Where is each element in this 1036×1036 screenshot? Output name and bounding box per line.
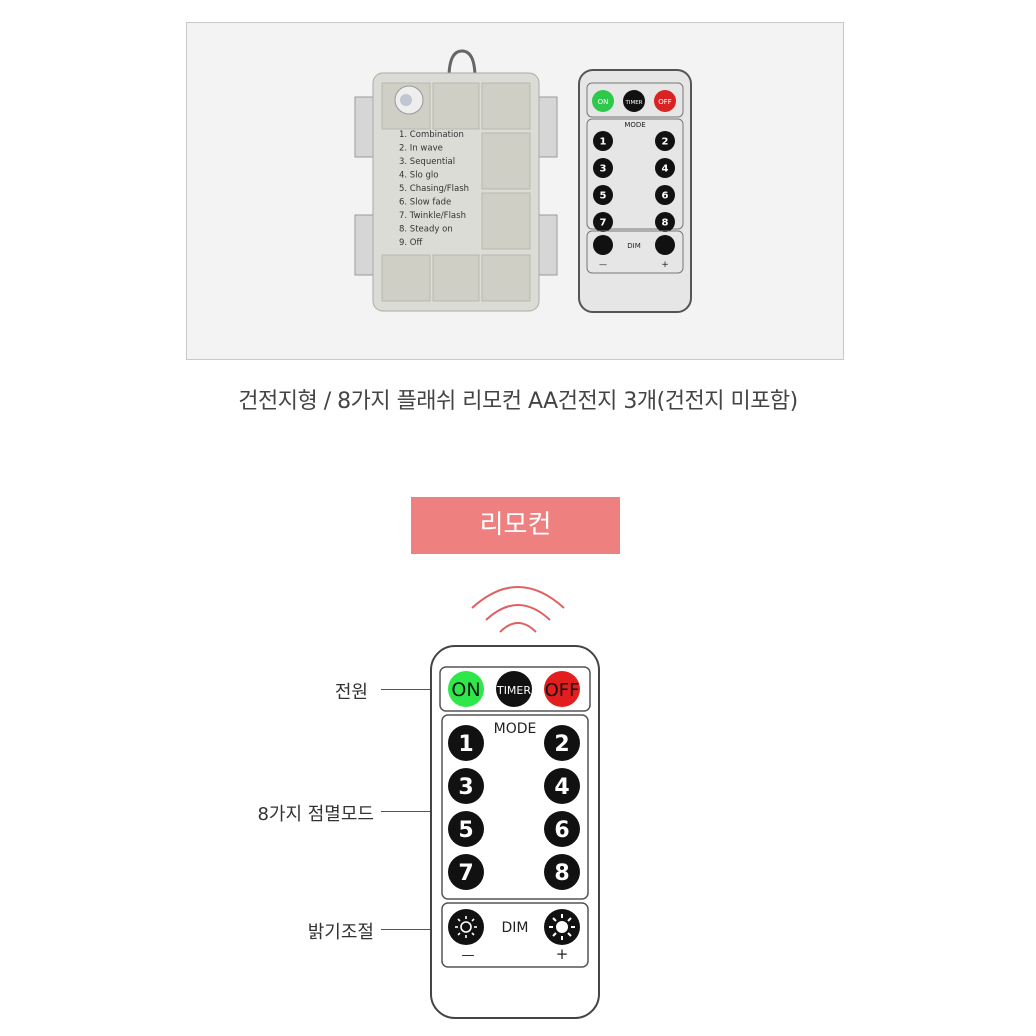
small-remote: ON TIMER OFF MODE 1 2 3 4 5 6 7 8 DIM — + <box>578 69 692 313</box>
box-list-item: 4. Slo glo <box>399 171 438 181</box>
mode-button-number: 7 <box>458 861 473 886</box>
remote-banner: 리모컨 <box>411 497 620 554</box>
power-leader-line <box>381 689 433 690</box>
small-mode-number: 6 <box>662 191 669 202</box>
mode-button-1[interactable]: 1 <box>448 725 484 761</box>
box-list-item: 7. Twinkle/Flash <box>399 211 466 221</box>
small-mode-number: 3 <box>600 164 607 175</box>
timer-button[interactable]: TIMER <box>496 671 532 707</box>
small-on-label: ON <box>598 98 609 106</box>
dim-down-button[interactable] <box>448 909 484 945</box>
small-mode-button-5: 5 <box>593 185 613 205</box>
box-list-item: 2. In wave <box>399 144 443 154</box>
dim-label: DIM <box>502 920 529 936</box>
mode-button-6[interactable]: 6 <box>544 811 580 847</box>
mode-button-5[interactable]: 5 <box>448 811 484 847</box>
mode-button-3[interactable]: 3 <box>448 768 484 804</box>
dim-up-button[interactable] <box>544 909 580 945</box>
mode-button-7[interactable]: 7 <box>448 854 484 890</box>
product-illustration: 1. Combination 2. In wave 3. Sequential 4. … <box>354 49 692 313</box>
small-minus-label: — <box>599 260 607 269</box>
sun-large-icon <box>549 914 575 940</box>
small-mode-button-1: 1 <box>593 131 613 151</box>
product-caption: 건전지형 / 8가지 플래쉬 리모컨 AA건전지 3개(건전지 미포함) <box>238 389 798 414</box>
mode-button-2[interactable]: 2 <box>544 725 580 761</box>
power-label: 전원 <box>334 682 368 703</box>
off-button[interactable]: OFF <box>544 671 580 707</box>
off-button-label: OFF <box>545 680 580 701</box>
battery-box: 1. Combination 2. In wave 3. Sequential 4. … <box>354 49 558 312</box>
small-timer-label: TIMER <box>624 100 642 106</box>
on-button[interactable]: ON <box>448 671 484 707</box>
mode-button-number: 6 <box>554 818 569 843</box>
plus-label: + <box>556 945 569 963</box>
product-photo: 1. Combination 2. In wave 3. Sequential 4. … <box>186 22 844 360</box>
minus-label: — <box>462 948 475 963</box>
small-mode-button-4: 4 <box>655 158 675 178</box>
small-mode-number: 8 <box>662 218 669 229</box>
small-mode-button-8: 8 <box>655 212 675 232</box>
mode-button-8[interactable]: 8 <box>544 854 580 890</box>
mode-button-number: 3 <box>458 775 473 800</box>
small-mode-number: 2 <box>662 137 669 148</box>
small-mode-number: 7 <box>600 218 607 229</box>
box-list-item: 3. Sequential <box>399 157 455 167</box>
small-mode-button-2: 2 <box>655 131 675 151</box>
modes-label: 8가지 점멸모드 <box>257 804 374 825</box>
small-dim-label: DIM <box>627 242 641 250</box>
box-list-item: 9. Off <box>399 238 424 248</box>
brightness-label: 밝기조절 <box>307 922 374 943</box>
small-mode-button-7: 7 <box>593 212 613 232</box>
power-group <box>439 666 591 712</box>
dim-group <box>441 902 589 968</box>
mode-button-4[interactable]: 4 <box>544 768 580 804</box>
mode-button-number: 4 <box>554 775 569 800</box>
mode-button-number: 8 <box>554 861 569 886</box>
small-mode-number: 1 <box>600 137 607 148</box>
small-plus-label: + <box>661 260 669 270</box>
timer-button-label: TIMER <box>496 684 531 697</box>
mode-group <box>441 714 589 900</box>
box-list-item: 6. Slow fade <box>399 198 451 208</box>
small-mode-number: 5 <box>600 191 607 202</box>
brightness-leader-line <box>381 929 439 930</box>
small-mode-button-3: 3 <box>593 158 613 178</box>
small-mode-button-6: 6 <box>655 185 675 205</box>
remote-diagram: ON TIMER OFF MODE 1 2 3 4 5 6 7 8 DIM — <box>430 645 600 1019</box>
small-mode-number: 4 <box>662 164 669 175</box>
signal-waves-icon <box>471 586 565 633</box>
sun-small-icon <box>455 916 477 938</box>
mode-label: MODE <box>494 721 537 737</box>
modes-leader-line <box>381 811 439 812</box>
small-off-label: OFF <box>658 98 672 106</box>
small-mode-label: MODE <box>624 121 645 129</box>
mode-button-number: 1 <box>458 732 473 757</box>
box-list-item: 8. Steady on <box>399 225 453 235</box>
box-list-item: 5. Chasing/Flash <box>399 184 469 194</box>
mode-button-number: 5 <box>458 818 473 843</box>
on-button-label: ON <box>451 679 480 701</box>
mode-button-number: 2 <box>554 732 569 757</box>
box-list-item: 1. Combination <box>399 130 464 140</box>
